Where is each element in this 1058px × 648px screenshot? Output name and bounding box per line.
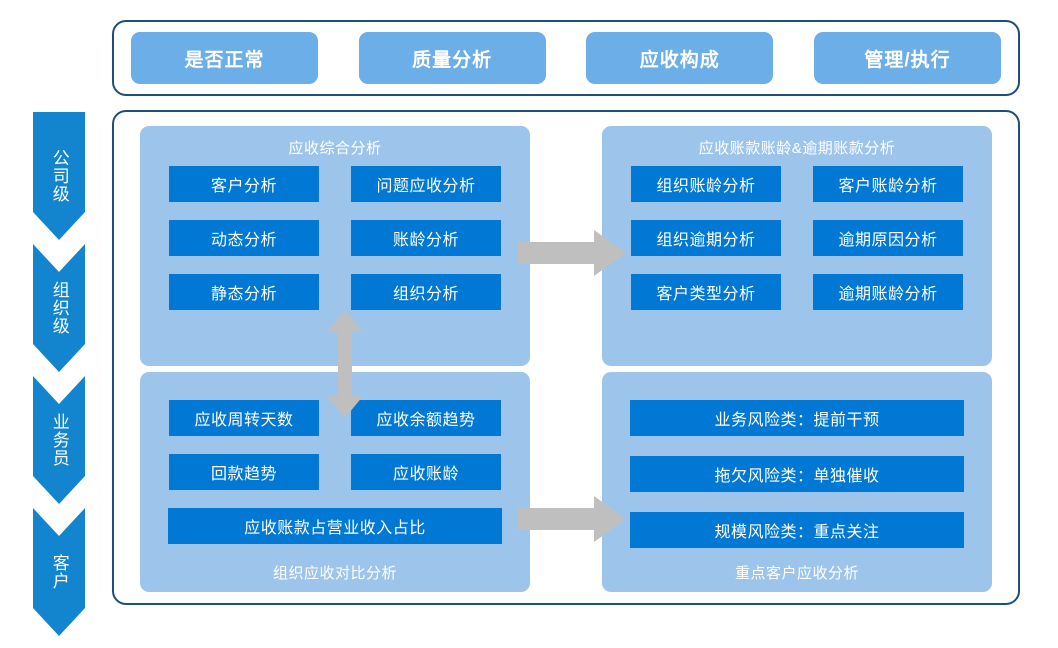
item-应收周转天数[interactable]: 应收周转天数 bbox=[169, 400, 319, 436]
rail-segment-1[interactable]: 组织级 bbox=[33, 244, 85, 372]
item-组织账龄分析[interactable]: 组织账龄分析 bbox=[631, 166, 781, 202]
item-应收账龄[interactable]: 应收账龄 bbox=[351, 454, 501, 490]
panel-title: 组织应收对比分析 bbox=[272, 565, 397, 582]
panel-top-right: 应收账款账龄&逾期账款分析 组织账龄分析 客户账龄分析 组织逾期分析 逾期原因分… bbox=[602, 126, 992, 366]
arrow-vertical-double-icon bbox=[327, 310, 363, 418]
top-tab-bar: 是否正常 质量分析 应收构成 管理/执行 bbox=[112, 20, 1020, 96]
panel-item-grid: 应收周转天数 应收余额趋势 回款趋势 应收账龄 应收账款占营业收入占比 bbox=[140, 400, 530, 544]
rail-segment-label: 组织级 bbox=[49, 281, 69, 335]
item-逾期账龄分析[interactable]: 逾期账龄分析 bbox=[813, 274, 963, 310]
item-问题应收分析[interactable]: 问题应收分析 bbox=[351, 166, 501, 202]
rail-segment-label: 业务员 bbox=[49, 413, 69, 467]
item-应收余额趋势[interactable]: 应收余额趋势 bbox=[351, 400, 501, 436]
item-客户分析[interactable]: 客户分析 bbox=[169, 166, 319, 202]
item-客户账龄分析[interactable]: 客户账龄分析 bbox=[813, 166, 963, 202]
panel-title: 应收综合分析 bbox=[288, 140, 382, 157]
item-回款趋势[interactable]: 回款趋势 bbox=[169, 454, 319, 490]
item-应收账款占营业收入占比[interactable]: 应收账款占营业收入占比 bbox=[168, 508, 502, 544]
panel-item-grid: 业务风险类：提前干预 拖欠风险类：单独催收 规模风险类：重点关注 bbox=[602, 400, 992, 548]
item-规模风险类-重点关注[interactable]: 规模风险类：重点关注 bbox=[630, 512, 964, 548]
arrow-right-bottom-icon bbox=[518, 496, 626, 542]
tab-管理执行[interactable]: 管理/执行 bbox=[813, 32, 1001, 84]
item-组织逾期分析[interactable]: 组织逾期分析 bbox=[631, 220, 781, 256]
rail-segment-3[interactable]: 客户 bbox=[33, 508, 85, 636]
tab-应收构成[interactable]: 应收构成 bbox=[586, 32, 774, 84]
rail-segment-0[interactable]: 公司级 bbox=[33, 112, 85, 240]
arrow-right-top-icon bbox=[518, 230, 626, 276]
panel-item-grid: 客户分析 问题应收分析 动态分析 账龄分析 静态分析 组织分析 bbox=[140, 166, 530, 310]
rail-segment-2[interactable]: 业务员 bbox=[33, 376, 85, 504]
item-动态分析[interactable]: 动态分析 bbox=[169, 220, 319, 256]
tab-质量分析[interactable]: 质量分析 bbox=[358, 32, 546, 84]
main-frame: 应收综合分析 客户分析 问题应收分析 动态分析 账龄分析 静态分析 组织分析 应… bbox=[112, 110, 1020, 605]
panel-bottom-right: 业务风险类：提前干预 拖欠风险类：单独催收 规模风险类：重点关注 重点客户应收分… bbox=[602, 372, 992, 592]
item-拖欠风险类-单独催收[interactable]: 拖欠风险类：单独催收 bbox=[630, 456, 964, 492]
maturity-level-rail: 公司级 组织级 业务员 客户 bbox=[33, 112, 85, 636]
panel-title: 重点客户应收分析 bbox=[734, 565, 859, 582]
item-静态分析[interactable]: 静态分析 bbox=[169, 274, 319, 310]
panel-title: 应收账款账龄&逾期账款分析 bbox=[698, 140, 896, 157]
item-逾期原因分析[interactable]: 逾期原因分析 bbox=[813, 220, 963, 256]
panel-item-grid: 组织账龄分析 客户账龄分析 组织逾期分析 逾期原因分析 客户类型分析 逾期账龄分… bbox=[602, 166, 992, 310]
rail-segment-label: 客户 bbox=[49, 554, 69, 590]
rail-segment-label: 公司级 bbox=[49, 149, 69, 203]
item-账龄分析[interactable]: 账龄分析 bbox=[351, 220, 501, 256]
tab-是否正常[interactable]: 是否正常 bbox=[131, 32, 318, 84]
item-业务风险类-提前干预[interactable]: 业务风险类：提前干预 bbox=[630, 400, 964, 436]
item-组织分析[interactable]: 组织分析 bbox=[351, 274, 501, 310]
panel-bottom-left: 应收周转天数 应收余额趋势 回款趋势 应收账龄 应收账款占营业收入占比 组织应收… bbox=[140, 372, 530, 592]
item-客户类型分析[interactable]: 客户类型分析 bbox=[631, 274, 781, 310]
